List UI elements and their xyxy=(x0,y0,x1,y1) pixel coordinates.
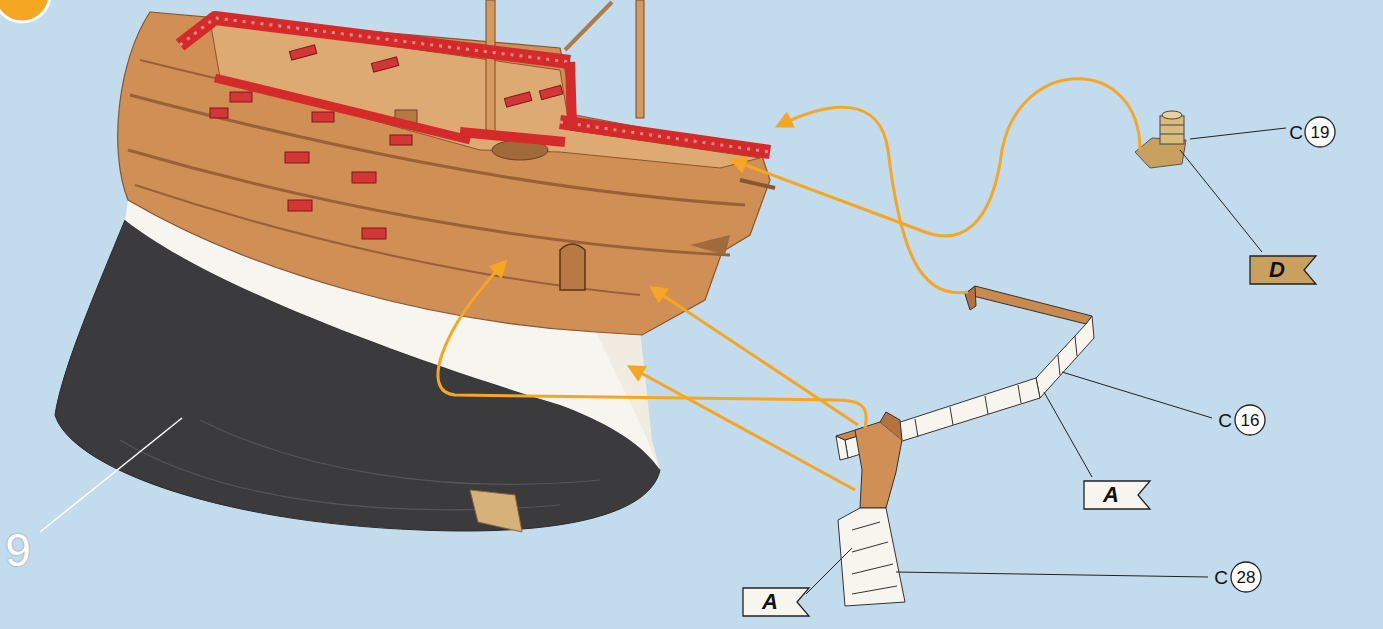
ship-hull xyxy=(596,330,660,470)
leader-lines xyxy=(896,572,1208,577)
callout-number: 19 xyxy=(1311,124,1330,141)
leader-lines xyxy=(1062,372,1212,418)
ship-hull xyxy=(740,180,775,188)
ship-hull xyxy=(690,235,730,255)
cannons xyxy=(230,92,252,102)
flag-letter: D xyxy=(1269,259,1285,281)
cannons xyxy=(371,57,398,72)
ship-hull xyxy=(560,244,585,290)
leader-lines xyxy=(806,548,852,594)
circle-shape xyxy=(1305,117,1335,147)
red-railings xyxy=(560,122,770,152)
step-number: 9 xyxy=(5,527,31,573)
placement-arrows xyxy=(732,79,1140,236)
lantern-part xyxy=(1162,111,1182,119)
flag-shape xyxy=(743,588,809,616)
circle-shape xyxy=(1231,562,1261,592)
cannons xyxy=(352,172,376,183)
leader-lines xyxy=(1180,150,1262,252)
sternpost-part xyxy=(855,422,902,508)
ship-hull xyxy=(128,150,730,255)
masts xyxy=(486,0,495,132)
cannons xyxy=(362,228,386,239)
placement-arrows xyxy=(778,107,968,293)
callout-number: 28 xyxy=(1237,569,1256,586)
cannons xyxy=(390,135,412,145)
cannons xyxy=(539,85,563,99)
lantern-part xyxy=(1135,111,1186,168)
callout-circle: 19 xyxy=(1304,116,1336,148)
cannons xyxy=(288,200,312,211)
cannons xyxy=(285,152,309,163)
red-railings xyxy=(180,18,570,62)
step-leader xyxy=(40,418,182,532)
letter-flag: A xyxy=(1083,480,1151,510)
flag-shape xyxy=(1084,481,1150,509)
sternpost-part xyxy=(838,508,905,606)
red-railings xyxy=(570,62,572,128)
masts xyxy=(636,0,644,118)
placement-arrows xyxy=(438,262,866,428)
step-badge xyxy=(0,0,50,22)
leader-lines xyxy=(1044,392,1092,477)
ship-hull xyxy=(118,12,770,335)
ship-hull xyxy=(135,185,640,295)
cannons xyxy=(312,112,334,122)
red-railings xyxy=(560,122,770,152)
step-badge xyxy=(0,0,50,22)
lantern-part xyxy=(1160,125,1184,126)
stern-railing-part xyxy=(880,336,1077,448)
leader-lines xyxy=(1190,128,1286,139)
red-railings xyxy=(460,132,565,142)
flag-letter: A xyxy=(1103,484,1119,506)
cannons xyxy=(289,45,316,60)
cannons xyxy=(210,108,228,118)
sternpost-part xyxy=(880,412,902,440)
red-railings xyxy=(215,78,470,140)
stern-railing-part xyxy=(1036,316,1094,398)
red-railings xyxy=(180,18,570,62)
callout-circle: 28 xyxy=(1230,561,1262,593)
flag-letter: A xyxy=(762,591,778,613)
sternpost-part xyxy=(838,412,905,606)
ship-hull xyxy=(55,12,775,532)
ship-hull xyxy=(200,420,600,484)
placement-arrows xyxy=(438,79,1140,490)
part-prefix: C xyxy=(1218,411,1232,430)
flag-shape xyxy=(1250,256,1316,284)
circle-shape xyxy=(1235,405,1265,435)
ship-hull xyxy=(470,490,522,532)
red-railings xyxy=(180,18,770,152)
letter-flag: D xyxy=(1249,255,1317,285)
stern-railing-part xyxy=(965,286,1092,324)
letter-flag: A xyxy=(742,587,810,617)
masts xyxy=(565,2,612,50)
cannons xyxy=(504,92,531,107)
placement-arrows xyxy=(630,367,855,490)
lantern-part xyxy=(1160,134,1184,135)
part-prefix: C xyxy=(1214,568,1228,587)
lantern-part xyxy=(1160,116,1184,144)
callout-number: 16 xyxy=(1241,412,1260,429)
cannons xyxy=(210,45,563,239)
callout-circle: 16 xyxy=(1234,404,1266,436)
sternpost-part xyxy=(852,522,897,594)
stern-railing-part xyxy=(965,286,976,310)
part-prefix: C xyxy=(1289,123,1303,142)
leader-lines xyxy=(806,128,1286,594)
placement-arrows xyxy=(652,288,858,425)
